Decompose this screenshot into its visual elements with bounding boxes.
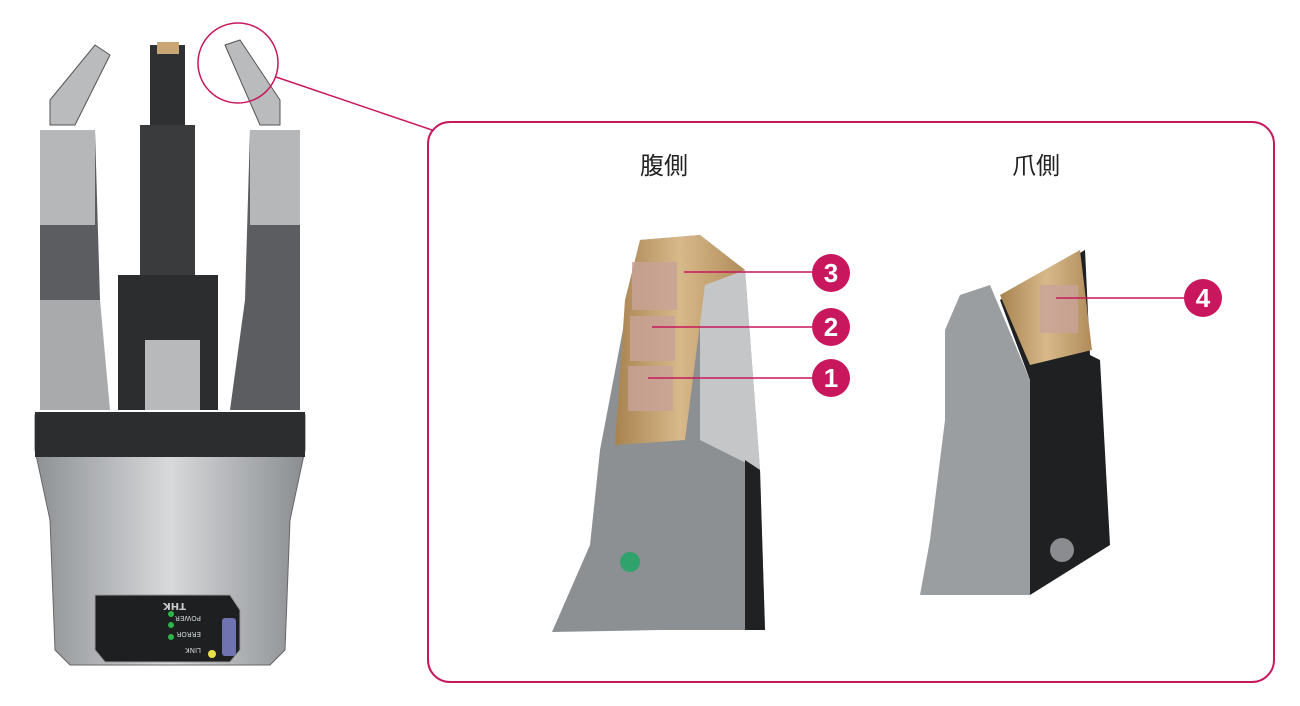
led-label-error: ERROR [176,630,201,638]
callout-leaders [648,271,1185,379]
callout-4: 4 [1184,279,1222,317]
led-link [168,611,174,617]
brand-logo: THK [162,600,186,611]
claw-side-title: 爪側 [1012,152,1060,180]
status-panel [94,594,241,663]
svg-text:3: 3 [824,258,838,288]
svg-text:2: 2 [824,312,838,342]
zoom-leader-line [275,76,433,131]
svg-text:1: 1 [824,363,838,393]
svg-text:4: 4 [1196,283,1211,313]
fingertip-claw-side [920,250,1110,595]
robot-hand-illustration: LINK ERROR POWER THK [34,39,306,666]
pad-side-title: 腹側 [640,152,688,180]
led-error [168,622,174,628]
fingertip-pad-side [552,235,765,632]
callout-2: 2 [812,308,850,346]
callout-1: 1 [812,359,850,397]
led-label-link: LINK [185,646,201,654]
zoom-circle [197,22,279,104]
detail-panel-frame [427,121,1275,683]
connector [222,618,236,656]
led-power [168,634,174,640]
led-label-power: POWER [175,614,201,622]
callout-3: 3 [812,254,850,292]
